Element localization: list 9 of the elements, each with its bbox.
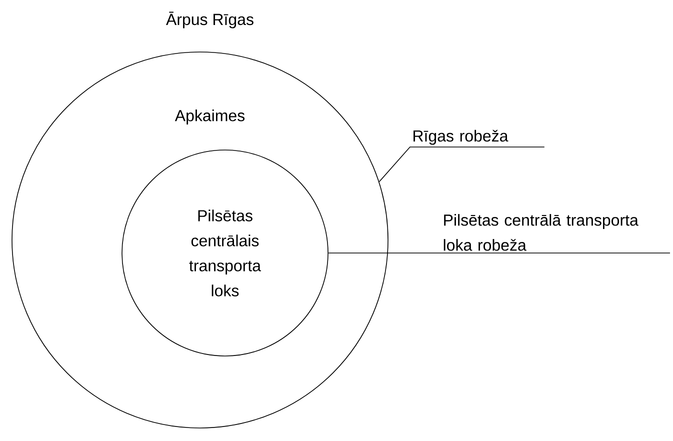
region-label: Apkaimes [174,110,245,124]
leader-line [328,252,670,254]
circle [12,52,388,428]
region-label: Ārpus Rīgas [166,12,254,28]
leader-line [378,146,545,182]
callout-text: Rīgas robeža [414,130,508,145]
circle [122,150,328,356]
callout-text: Pilsētas centrālā transporta loka robeža [444,214,638,251]
circle-label: Pilsētas centrālais transporta loks [189,210,261,296]
